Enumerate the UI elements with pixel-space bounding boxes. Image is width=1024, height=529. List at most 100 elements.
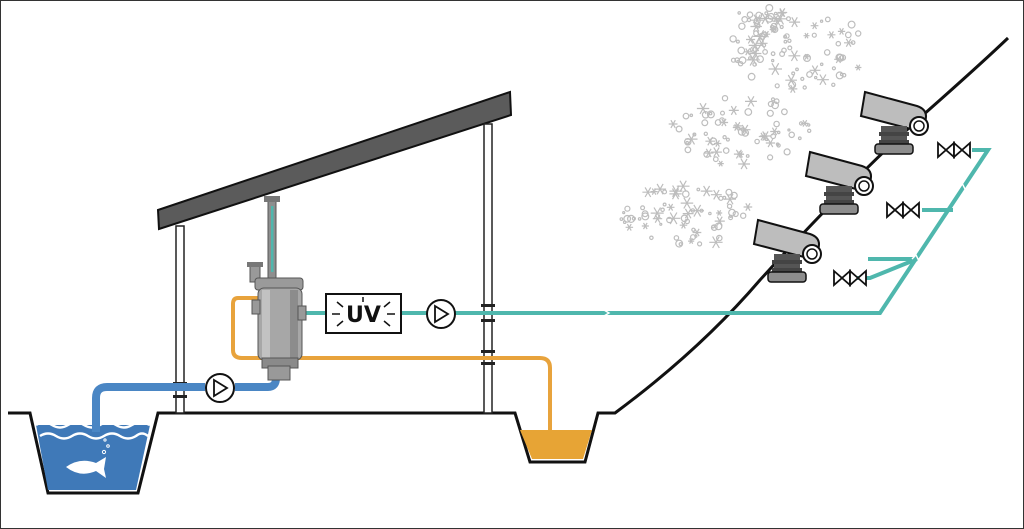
snowflake-icon [737, 151, 745, 158]
filtered-water-pipe [305, 148, 992, 315]
snow-particle [823, 49, 831, 56]
snow-particle [746, 11, 754, 19]
snow-particle [754, 138, 760, 145]
snowflake-icon [803, 32, 810, 39]
snow-particle [814, 75, 818, 80]
snow-particle [779, 24, 784, 30]
snowflake-icon [738, 158, 750, 170]
snow-particle [783, 148, 791, 156]
snow-particle [769, 24, 775, 30]
snowflake-icon [728, 105, 739, 116]
snow-particle [835, 53, 844, 62]
snow-particle [771, 58, 775, 63]
snow-particle [703, 150, 711, 158]
snow-particle [622, 211, 626, 215]
snowflake-icon [642, 187, 654, 198]
snow-particle [680, 214, 689, 223]
snow-particle [660, 207, 665, 213]
snow-particle [783, 34, 788, 39]
snowflake-icon [788, 84, 798, 94]
snow-particle [728, 208, 736, 217]
snowflake-icon [650, 207, 664, 220]
snow-particle [706, 110, 715, 119]
snow-particle [746, 17, 752, 23]
snowflake-icon [625, 223, 634, 231]
snow-particle [730, 57, 737, 63]
snow-particle [748, 56, 752, 60]
snow-particle [770, 51, 776, 57]
snow-cannon-icon [804, 150, 874, 215]
snow-particle [807, 123, 811, 127]
snowflake-icon [688, 238, 695, 245]
snow-particle [682, 112, 690, 120]
snowflake-icon [733, 121, 742, 130]
snow-particle [718, 195, 724, 201]
snowflake-icon [789, 17, 801, 28]
snow-particle [640, 205, 646, 211]
snow-particle [696, 187, 701, 192]
snow-particle [787, 128, 791, 132]
snow-particle [675, 125, 683, 133]
snow-particle [673, 235, 680, 241]
snowflake-icon [803, 53, 810, 60]
snowflake-icon [669, 188, 682, 200]
snowflake-icon [710, 189, 722, 200]
snow-particle [662, 202, 667, 207]
snowflake-icon [746, 35, 756, 44]
snowflake-icon [679, 221, 688, 229]
snow-particle [824, 16, 831, 23]
snow-particle [737, 11, 742, 15]
snowflake-icon [696, 102, 710, 115]
snowflake-icon [654, 183, 667, 195]
snow-particle [730, 191, 738, 199]
snowflake-icon [810, 22, 819, 30]
snowflake-icon [669, 185, 683, 198]
snow-particle [708, 111, 713, 116]
snow-particle [787, 38, 792, 44]
snow-particle [691, 227, 696, 232]
snow-particle [701, 111, 710, 119]
snow-particle [795, 67, 799, 72]
snow-particle [750, 46, 757, 53]
snow-cannon-icon [752, 218, 822, 283]
pump-icon [426, 299, 456, 329]
snow-particle [675, 239, 684, 248]
uv-reactor-icon: UV [325, 293, 402, 334]
snowflake-icon [743, 203, 753, 211]
snow-particle [719, 117, 725, 123]
snow-spray [619, 3, 862, 249]
snow-particle [726, 203, 733, 209]
snowflake-icon [743, 48, 752, 56]
snow-particle [737, 46, 746, 55]
pump-icon [205, 373, 235, 403]
snow-particle [626, 214, 636, 223]
snowflake-icon [745, 95, 757, 107]
snow-particle [781, 108, 788, 116]
snow-particle [719, 110, 725, 116]
snow-particle [855, 30, 862, 37]
gate-valve-icon [833, 269, 867, 287]
snow-particle [684, 146, 692, 154]
snow-particle [802, 85, 807, 90]
snow-particle [819, 19, 824, 23]
snowflake-icon [716, 209, 723, 216]
snowflake-icon [750, 14, 764, 26]
snow-particle [715, 234, 723, 242]
snow-particle [712, 156, 719, 163]
snowflake-icon [709, 236, 723, 249]
snow-cannons [752, 90, 929, 283]
snowflake-icon [717, 160, 724, 167]
snow-particle [762, 49, 768, 55]
snow-particle [767, 100, 775, 108]
snow-particle [732, 210, 739, 218]
snow-particle [755, 23, 761, 29]
snowflake-icon [816, 74, 829, 86]
snow-particle [659, 222, 663, 226]
gate-valve-icon [886, 201, 920, 219]
snow-particle [701, 119, 709, 127]
snow-particle [753, 30, 760, 37]
snow-particle [797, 136, 802, 141]
snowflake-icon [809, 65, 821, 76]
snow-particle [774, 83, 780, 89]
